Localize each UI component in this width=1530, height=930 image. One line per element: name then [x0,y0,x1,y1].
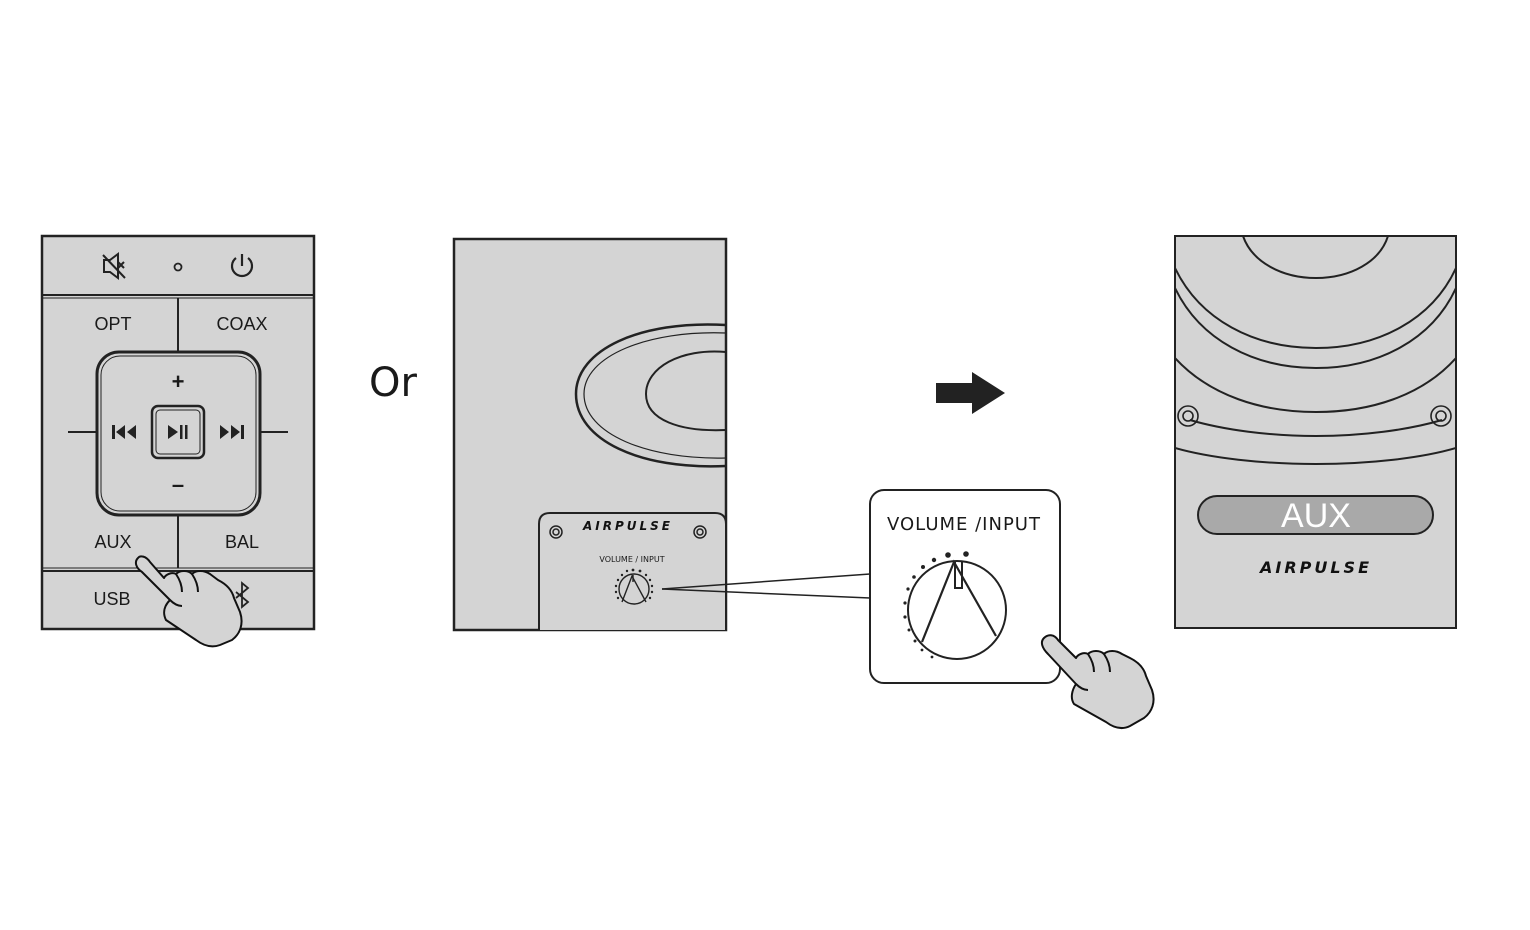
volume-down-button[interactable]: – [172,472,184,497]
pointing-hand-icon [1040,634,1155,730]
speaker-front-panel: AIRPULSE VOLUME / INPUT [452,237,871,632]
aux-button[interactable]: AUX [94,532,131,552]
brand-logo: AIRPULSE [1258,558,1372,577]
previous-track-icon[interactable] [112,425,136,439]
screw-icon [1430,405,1452,427]
power-icon[interactable] [230,254,254,278]
bal-button[interactable]: BAL [225,532,259,552]
opt-button[interactable]: OPT [94,314,131,334]
dot-icon [173,262,183,272]
or-text: Or [369,360,417,406]
knob-scale-dots [614,568,654,600]
screw-icon [549,525,563,539]
display-aux-text: AUX [1281,497,1351,535]
callout-scale-dots [903,551,969,659]
dpad: + – [95,350,262,517]
knob-label: VOLUME / INPUT [599,555,664,564]
volume-up-button[interactable]: + [172,369,185,394]
next-track-icon[interactable] [220,425,244,439]
input-display [1197,495,1434,535]
volume-input-knob-large[interactable] [907,559,1007,660]
brand-logo: AIRPULSE [582,519,673,533]
usb-button[interactable]: USB [93,589,130,609]
bluetooth-icon[interactable] [235,581,250,609]
tweeter-outline [574,323,727,468]
pointing-hand-icon [134,555,243,648]
woofer-outline [1175,236,1456,466]
speaker-result-panel: AUX AIRPULSE [1174,235,1457,629]
play-pause-button[interactable] [150,404,206,460]
callout-knob-label: VOLUME /INPUT [887,514,1041,535]
play-pause-icon [168,425,188,439]
right-arrow-icon [936,372,1005,414]
screw-icon [1177,405,1199,427]
knob-callout: VOLUME /INPUT [869,489,1155,730]
remote-control: OPT COAX + – [40,234,316,648]
coax-button[interactable]: COAX [216,314,267,334]
control-plate [538,512,727,630]
volume-input-knob-small[interactable] [618,573,650,605]
mute-icon[interactable] [102,252,126,280]
screw-icon [693,525,707,539]
